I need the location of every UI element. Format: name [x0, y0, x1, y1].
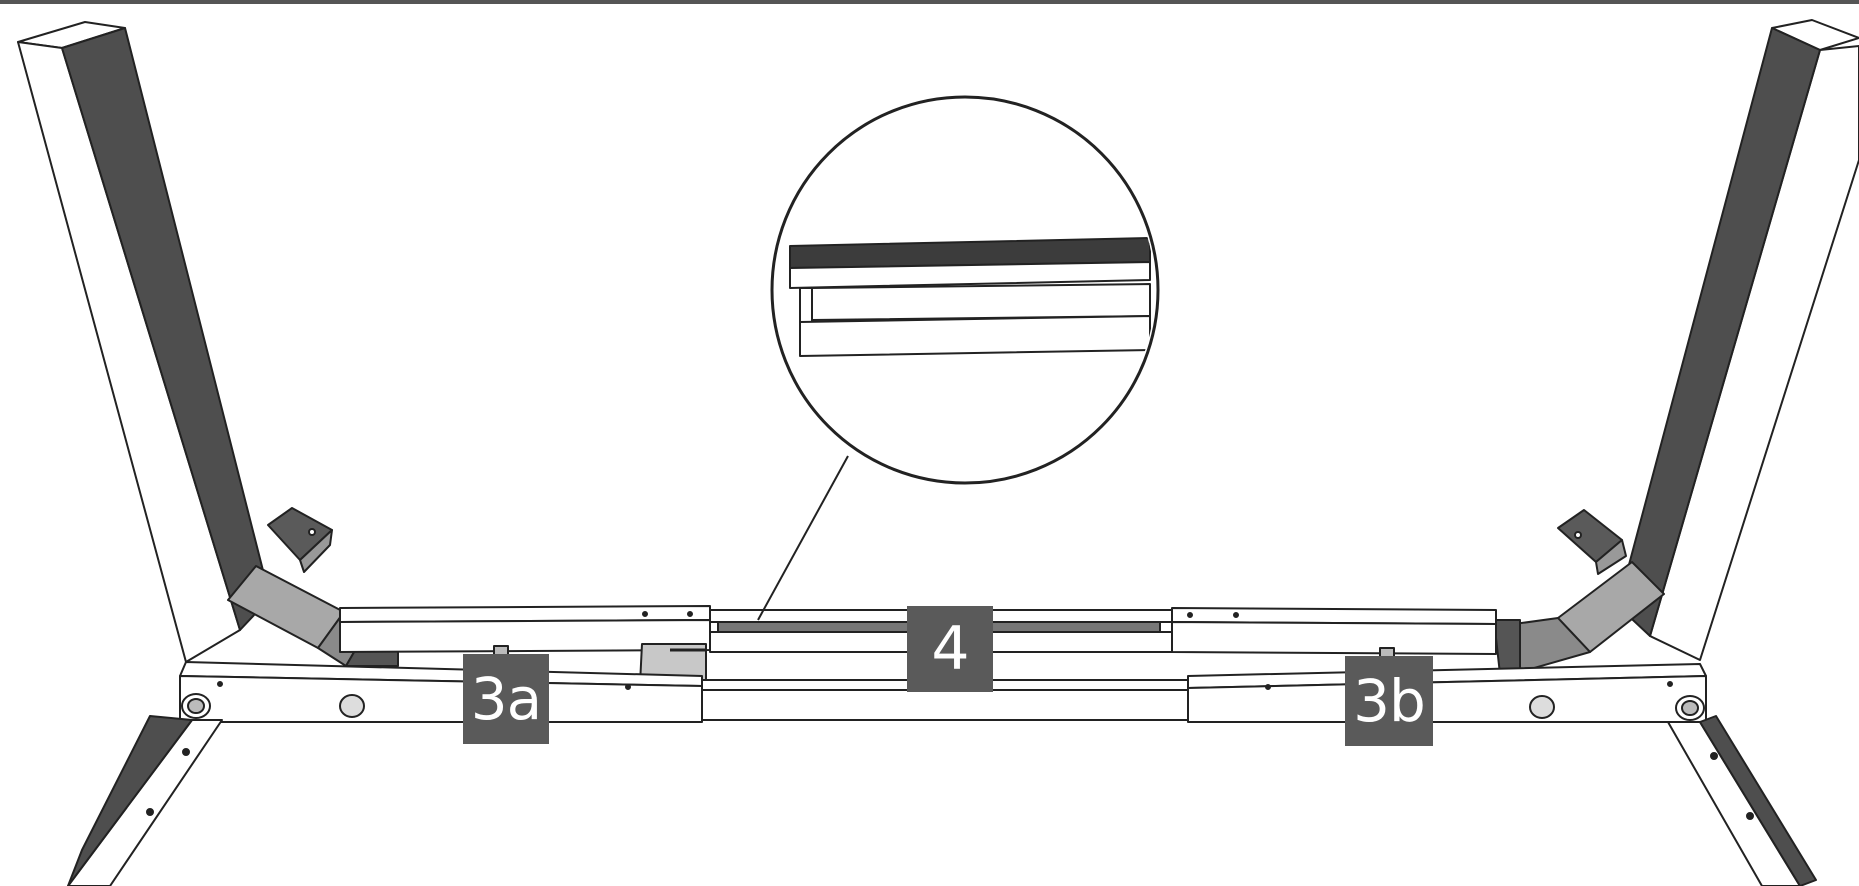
part-label-3a: 3a	[463, 654, 549, 744]
right-upright-leg	[1617, 19, 1859, 661]
right-gusset	[1493, 561, 1665, 675]
right-bracket	[1557, 509, 1627, 575]
front-crossbar-right	[1187, 663, 1707, 723]
left-upright-leg	[17, 21, 271, 663]
part-label-3b: 3b	[1345, 656, 1433, 746]
left-foot	[67, 715, 223, 886]
front-crossbar-left	[179, 661, 703, 723]
back-rail-right	[1171, 607, 1497, 655]
part-label-4: 4	[907, 606, 993, 692]
top-border-rule	[0, 0, 1859, 4]
left-bracket	[267, 507, 333, 573]
detail-magnifier	[770, 95, 1160, 485]
right-foot	[1667, 715, 1817, 886]
callout-leader-line	[757, 455, 849, 621]
